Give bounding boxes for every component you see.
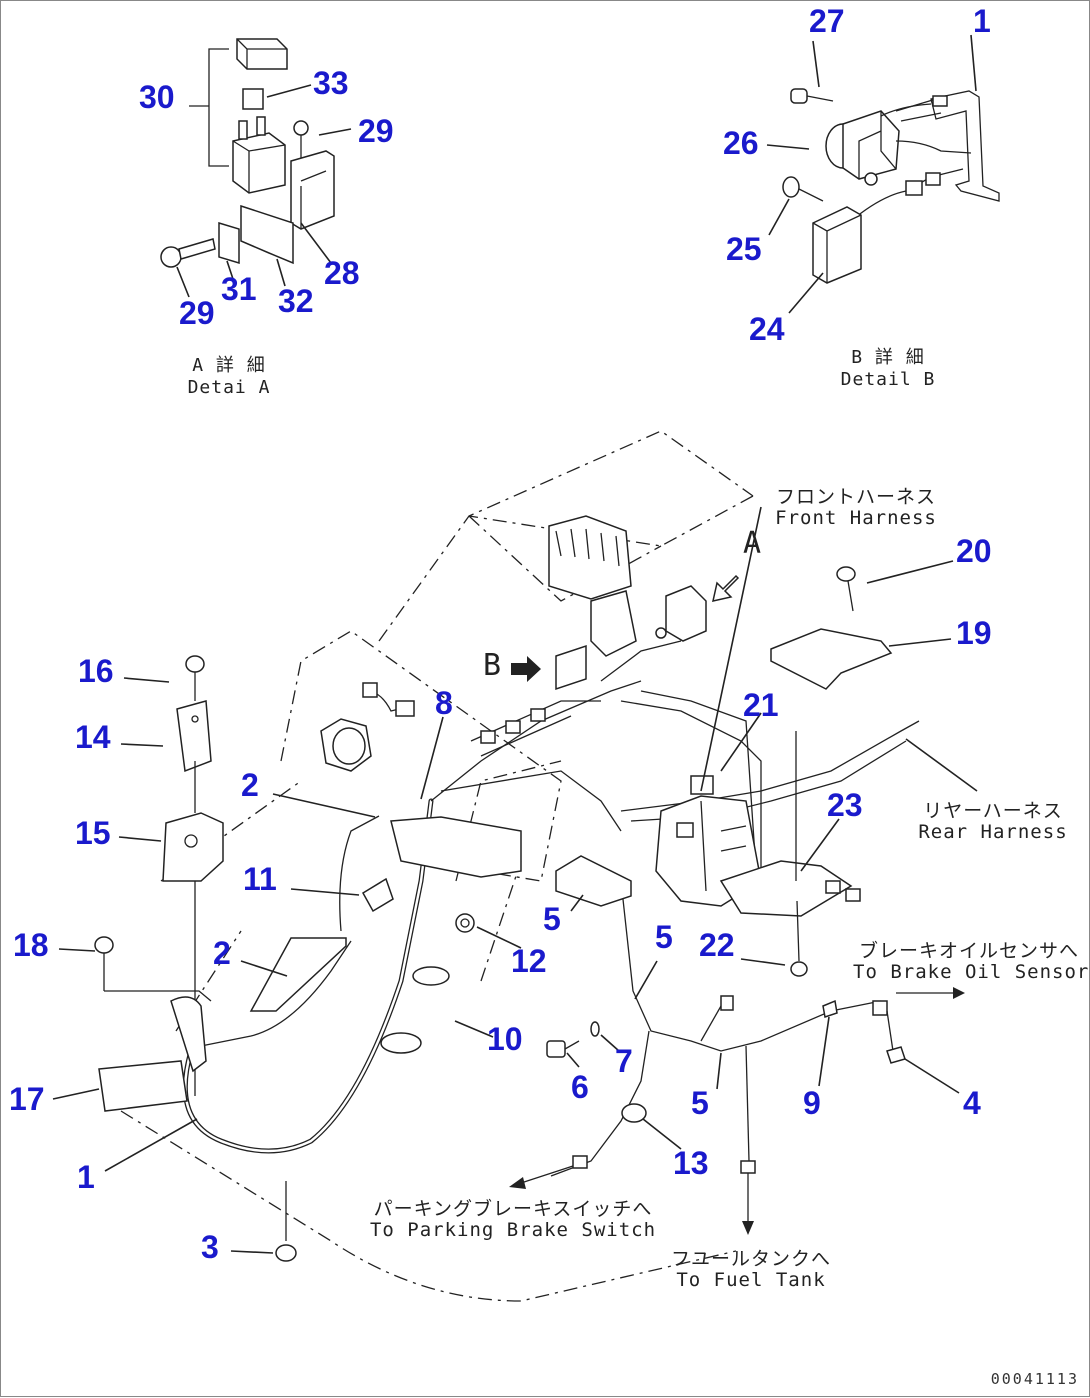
callout-13: 13 (673, 1145, 709, 1181)
callout-29-lower: 29 (179, 295, 215, 331)
callout-15: 15 (75, 815, 111, 851)
callout-11: 11 (243, 861, 277, 897)
brake-oil-sensor-label-jp: ブレーキオイルセンサへ (858, 940, 1079, 962)
view-letter-a: A (743, 526, 763, 561)
detail-b-caption: B 詳 細 Detail B (833, 347, 943, 390)
callout-33: 33 (313, 65, 349, 101)
callout-7: 7 (615, 1043, 633, 1079)
parking-brake-switch-label-en: To Parking Brake Switch (369, 1219, 657, 1242)
detail-b-caption-en: Detail B (840, 368, 936, 390)
callout-30: 30 (139, 79, 175, 115)
detail-a-caption: A 詳 細 Detai A (179, 355, 279, 398)
rear-harness-label: リヤーハーネス Rear Harness (913, 800, 1073, 844)
parking-brake-switch-label: パーキングブレーキスイッチへ To Parking Brake Switch (365, 1198, 661, 1242)
callout-5-middle: 5 (655, 919, 673, 955)
callout-1-detail-b: 1 (973, 3, 991, 39)
callout-5-upper: 5 (543, 901, 561, 937)
callout-12: 12 (511, 943, 547, 979)
detail-a-caption-en: Detai A (187, 376, 271, 398)
callout-26: 26 (723, 125, 759, 161)
parking-brake-switch-label-jp: パーキングブレーキスイッチへ (373, 1198, 653, 1220)
front-harness-label-en: Front Harness (775, 507, 937, 530)
main-parts (94, 515, 965, 1262)
callout-27: 27 (809, 3, 845, 39)
callout-17: 17 (9, 1081, 45, 1117)
front-harness-label: フロントハーネス Front Harness (771, 486, 941, 530)
callout-25: 25 (726, 231, 762, 267)
fuel-tank-label: フユールタンクへ To Fuel Tank (671, 1248, 832, 1292)
callout-18: 18 (13, 927, 49, 963)
callout-2-upper: 2 (241, 767, 259, 803)
front-harness-label-jp: フロントハーネス (775, 486, 936, 508)
detail-a-caption-jp: A 詳 細 (192, 355, 266, 376)
callout-1-main: 1 (77, 1159, 95, 1195)
callout-9: 9 (803, 1085, 821, 1121)
brake-oil-sensor-label-en: To Brake Oil Sensor (853, 961, 1090, 984)
callout-28: 28 (324, 255, 360, 291)
brake-oil-sensor-label: ブレーキオイルセンサへ To Brake Oil Sensor (853, 940, 1090, 984)
callout-5-lower: 5 (691, 1085, 709, 1121)
callout-32: 32 (278, 283, 314, 319)
callout-22: 22 (699, 927, 735, 963)
callout-8: 8 (435, 685, 453, 721)
callout-2-lower: 2 (213, 935, 231, 971)
callout-29-upper: 29 (358, 113, 394, 149)
callout-14: 14 (75, 719, 111, 755)
callout-31: 31 (221, 271, 257, 307)
fuel-tank-label-en: To Fuel Tank (676, 1269, 826, 1292)
callout-16: 16 (78, 653, 114, 689)
callout-20: 20 (956, 533, 992, 569)
callout-6: 6 (571, 1069, 589, 1105)
detail-a-parts (160, 38, 352, 298)
view-letter-b: B (483, 648, 503, 683)
leader-lines (52, 506, 978, 1254)
callout-3: 3 (201, 1229, 219, 1265)
callout-23: 23 (827, 787, 863, 823)
callout-21: 21 (743, 687, 779, 723)
callout-10: 10 (487, 1021, 523, 1057)
detail-b-caption-jp: B 詳 細 (851, 347, 925, 368)
detail-b-parts (766, 34, 1000, 314)
drawing-code: 00041113 (990, 1370, 1079, 1388)
callout-4: 4 (963, 1085, 981, 1121)
rear-harness-label-jp: リヤーハーネス (923, 800, 1063, 822)
rear-harness-label-en: Rear Harness (918, 821, 1068, 844)
callout-19: 19 (956, 615, 992, 651)
callout-24: 24 (749, 311, 785, 347)
fuel-tank-label-jp: フユールタンクへ (671, 1248, 832, 1270)
